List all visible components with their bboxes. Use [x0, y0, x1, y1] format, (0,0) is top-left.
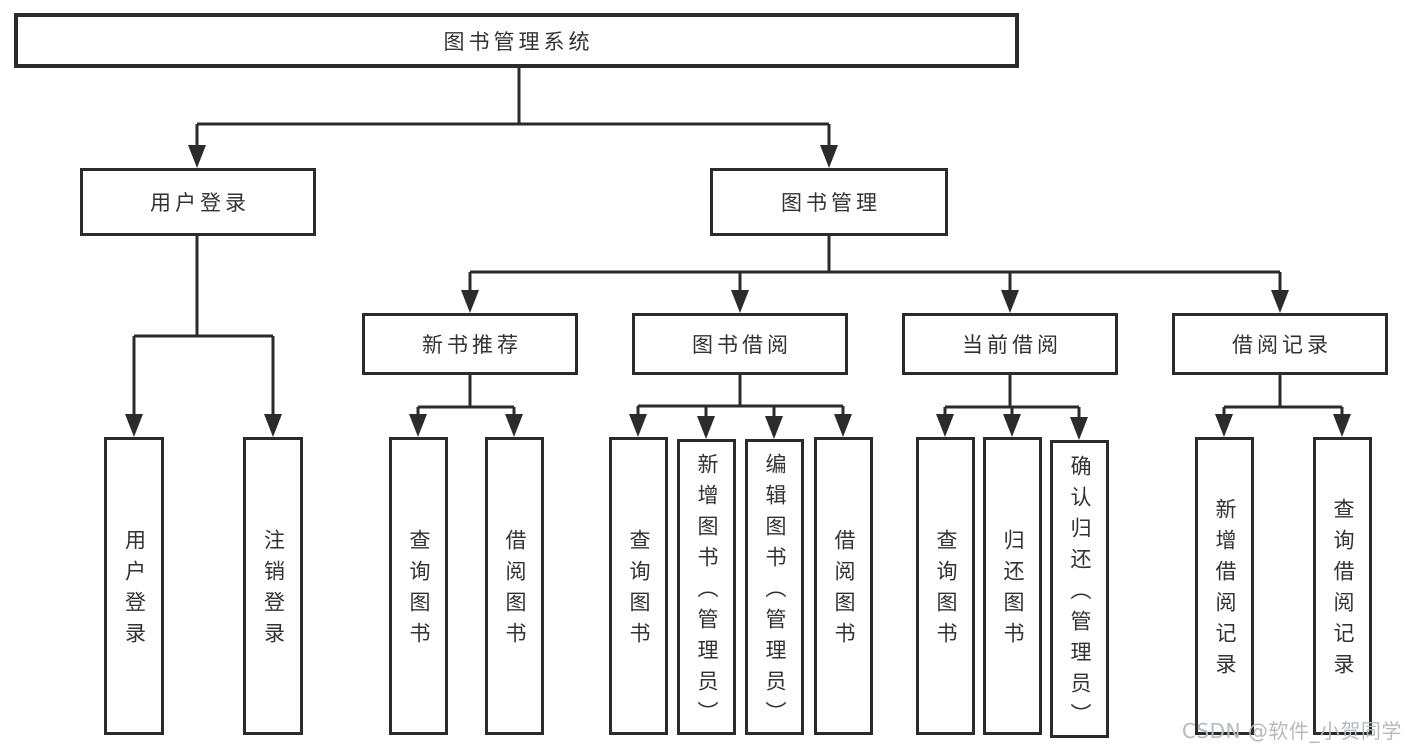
leaf-add-book-admin-label: 新增图书（管理员）: [695, 452, 720, 732]
leaf-query-books-3: 查询图书: [916, 437, 975, 735]
leaf-borrow-books-1-label: 借阅图书: [503, 529, 528, 653]
node-current-borrowing-label: 当前借阅: [962, 333, 1062, 357]
leaf-query-books-2: 查询图书: [609, 437, 668, 735]
leaf-query-books-3-label: 查询图书: [934, 529, 959, 653]
leaf-query-books-2-label: 查询图书: [627, 529, 652, 653]
node-root-label: 图书管理系统: [443, 29, 594, 54]
node-root: 图书管理系统: [14, 13, 1019, 68]
node-borrowing-records-label: 借阅记录: [1232, 333, 1332, 357]
leaf-borrow-books-2-label: 借阅图书: [832, 529, 857, 653]
arrowheads: [125, 145, 1351, 440]
leaf-confirm-return-admin-label: 确认归还（管理员）: [1068, 454, 1093, 734]
node-borrowing-records: 借阅记录: [1172, 313, 1388, 375]
leaf-borrow-books-1: 借阅图书: [485, 437, 544, 735]
node-new-book-recommend: 新书推荐: [362, 313, 578, 375]
leaf-query-books-1: 查询图书: [389, 437, 448, 735]
node-book-borrowing: 图书借阅: [632, 313, 848, 375]
leaf-borrow-books-2: 借阅图书: [814, 437, 873, 735]
node-book-management: 图书管理: [710, 168, 948, 236]
node-current-borrowing: 当前借阅: [902, 313, 1118, 375]
leaf-confirm-return-admin: 确认归还（管理员）: [1050, 440, 1109, 738]
leaf-add-borrow-record-label: 新增借阅记录: [1213, 498, 1238, 684]
node-user-login: 用户登录: [80, 168, 316, 236]
leaf-logout: 注销登录: [243, 437, 303, 735]
leaf-add-book-admin: 新增图书（管理员）: [677, 439, 736, 735]
leaf-return-books-label: 归还图书: [1001, 529, 1026, 653]
leaf-add-borrow-record: 新增借阅记录: [1195, 437, 1254, 735]
csdn-watermark: CSDN @软件_小贺同学: [1182, 719, 1402, 743]
node-book-management-label: 图书管理: [781, 191, 881, 215]
leaf-query-borrow-record-label: 查询借阅记录: [1331, 498, 1356, 684]
node-new-book-recommend-label: 新书推荐: [422, 333, 522, 357]
tree-edges: [132, 68, 1344, 420]
leaf-return-books: 归还图书: [983, 437, 1042, 735]
leaf-logout-label: 注销登录: [261, 529, 286, 653]
leaf-edit-book-admin-label: 编辑图书（管理员）: [763, 452, 788, 732]
leaf-query-books-1-label: 查询图书: [407, 529, 432, 653]
leaf-user-login-label: 用户登录: [122, 529, 147, 653]
leaf-edit-book-admin: 编辑图书（管理员）: [745, 439, 804, 735]
leaf-query-borrow-record: 查询借阅记录: [1313, 437, 1372, 735]
node-user-login-label: 用户登录: [150, 191, 250, 215]
node-book-borrowing-label: 图书借阅: [692, 333, 792, 357]
leaf-user-login: 用户登录: [104, 437, 164, 735]
